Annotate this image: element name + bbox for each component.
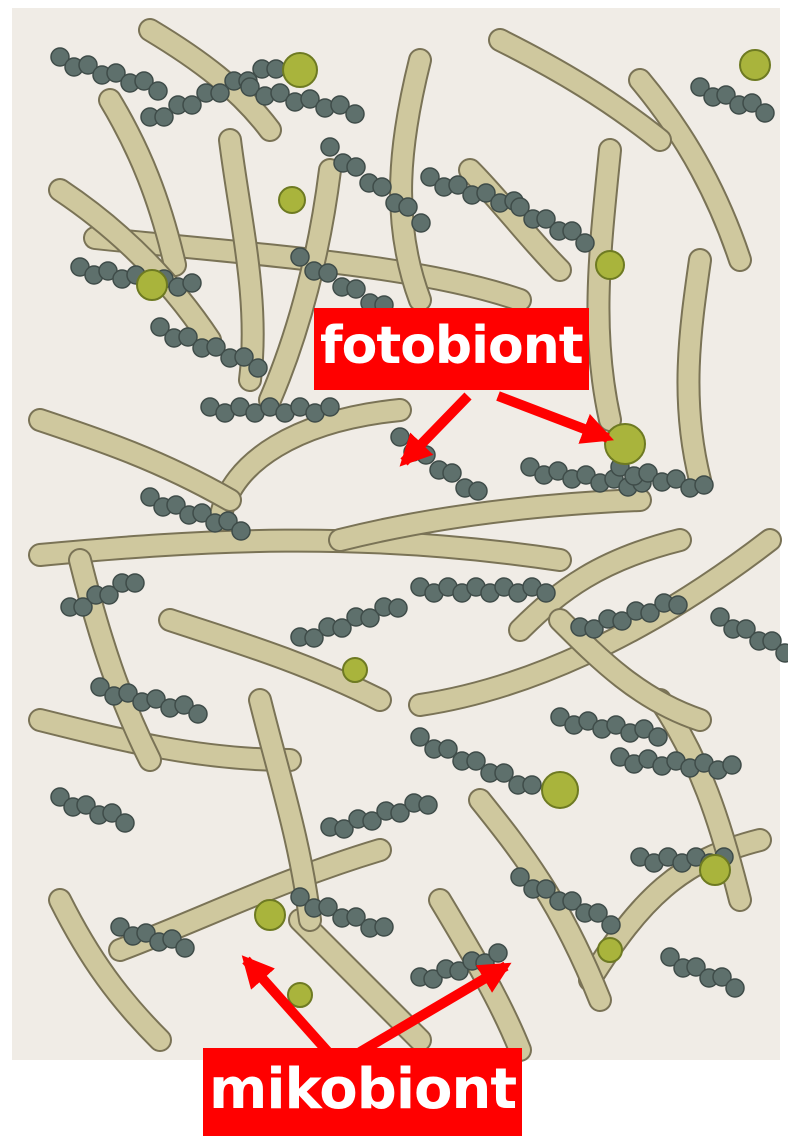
cyanobacteria-cell [321,138,339,156]
cyanobacteria-cell [537,584,555,602]
cyanobacteria-cell [321,398,339,416]
cyanobacteria-cell [602,916,620,934]
cyanobacteria-cell [116,814,134,832]
cyanobacteria-cell [347,280,365,298]
green-algae-cell [288,983,312,1007]
cyanobacteria-cell [419,796,437,814]
green-algae-cell [598,938,622,962]
cyanobacteria-cell [489,944,507,962]
green-algae-cell [283,53,317,87]
cyanobacteria-cell [291,248,309,266]
green-algae-cell [279,187,305,213]
cyanobacteria-cell [373,178,391,196]
hypha [688,260,700,480]
cyanobacteria-cell [443,464,461,482]
cyanobacteria-cell [649,728,667,746]
cyanobacteria-cell [176,939,194,957]
cyanobacteria-cell [319,264,337,282]
green-algae-cell [343,658,367,682]
cyanobacteria-cell [189,705,207,723]
cyanobacteria-cell [776,644,788,662]
cyanobacteria-cell [523,776,541,794]
cyanobacteria-cell [249,359,267,377]
cyanobacteria-cell [183,274,201,292]
green-algae-cell [605,424,645,464]
cyanobacteria-cell [469,482,487,500]
green-algae-cell [542,772,578,808]
green-algae-cell [255,900,285,930]
cyanobacteria-cell [726,979,744,997]
green-algae-cell [740,50,770,80]
cyanobacteria-cell [347,158,365,176]
cyanobacteria-cell [232,522,250,540]
cyanobacteria-cell [126,574,144,592]
mikobiont-label: mikobiont [203,1048,522,1136]
cyanobacteria-cell [576,234,594,252]
cyanobacteria-cell [723,756,741,774]
cyanobacteria-cell [391,428,409,446]
cyanobacteria-cell [756,104,774,122]
hypha [598,150,610,420]
green-algae-cell [596,251,624,279]
green-algae-cell [137,270,167,300]
cyanobacteria-cell [669,596,687,614]
cyanobacteria-cell [375,918,393,936]
cyanobacteria-cell [695,476,713,494]
cyanobacteria-cell [412,214,430,232]
cyanobacteria-cell [346,105,364,123]
cyanobacteria-cell [389,599,407,617]
cyanobacteria-cell [149,82,167,100]
cyanobacteria-cell [399,198,417,216]
green-algae-cell [700,855,730,885]
fotobiont-label: fotobiont [314,308,589,390]
